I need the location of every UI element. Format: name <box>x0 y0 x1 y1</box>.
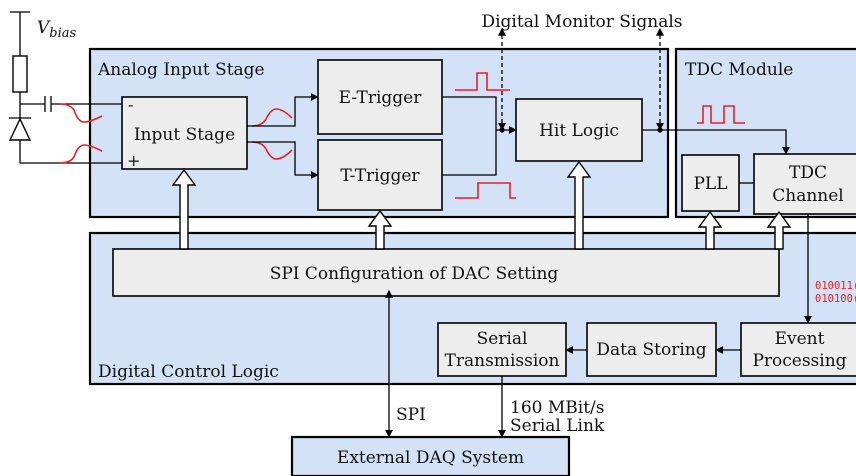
event-processing-label-2: Processing <box>752 351 846 371</box>
config-arrow-tdc-channel <box>766 210 792 250</box>
bias-resistor <box>12 55 28 93</box>
input-pulse-pos <box>59 144 103 164</box>
serial-transmission-label-2: Transmission <box>445 351 560 371</box>
monitor-signals-label: Digital Monitor Signals <box>481 12 682 32</box>
spi-config-label: SPI Configuration of DAC Setting <box>270 264 559 284</box>
config-arrow-input-stage <box>171 168 197 250</box>
vbias-label: Vbias <box>37 18 77 41</box>
serial-transmission-box <box>437 322 567 377</box>
plus-terminal: + <box>127 151 140 170</box>
e-trigger-box <box>317 59 443 135</box>
serial-transmission-label-1: Serial <box>477 329 528 349</box>
spi-link-label: SPI <box>396 405 426 425</box>
tdc-channel-label-1: TDC <box>789 163 827 183</box>
link-rate-label: 160 MBit/s <box>510 398 604 418</box>
bitstream-line-1: 010011( <box>815 280 856 292</box>
shaped-pulse-lower <box>251 141 293 160</box>
tdc-channel-label-2: Channel <box>772 186 844 206</box>
external-daq-block <box>290 435 571 476</box>
minus-terminal: - <box>128 95 133 114</box>
analog-stage-title: Analog Input Stage <box>97 60 265 80</box>
input-pulse-neg <box>59 103 103 123</box>
serial-link-label: Serial Link <box>510 416 605 436</box>
digital-logic-title: Digital Control Logic <box>98 362 279 382</box>
hit-logic-box <box>515 98 643 162</box>
data-storing-label: Data Storing <box>596 340 706 360</box>
event-processing-box <box>740 322 856 377</box>
pll-label: PLL <box>693 174 727 194</box>
config-arrow-hit-logic <box>566 160 592 250</box>
e-trigger-pulse <box>455 72 510 91</box>
input-stage-label: Input Stage <box>134 125 235 145</box>
sensor-circuit <box>8 11 122 164</box>
hit-pulse <box>697 105 745 124</box>
hit-logic-label: Hit Logic <box>539 121 619 141</box>
data-storing-box <box>586 322 717 377</box>
e-trigger-label: E-Trigger <box>339 88 423 108</box>
config-arrow-triggers <box>367 209 393 250</box>
spi-config-box <box>112 248 780 297</box>
config-arrow-pll <box>697 210 723 250</box>
diode-icon <box>8 117 32 141</box>
event-processing-label-1: Event <box>775 329 825 349</box>
shaped-pulse-upper <box>251 108 293 127</box>
tdc-module-title: TDC Module <box>685 60 793 80</box>
t-trigger-label: T-Trigger <box>340 166 420 186</box>
t-trigger-pulse <box>455 182 516 199</box>
bitstream-line-2: 010100( <box>815 293 856 305</box>
tdc-channel-box <box>753 153 856 215</box>
input-stage-box <box>121 96 248 170</box>
external-daq-label: External DAQ System <box>337 448 524 468</box>
